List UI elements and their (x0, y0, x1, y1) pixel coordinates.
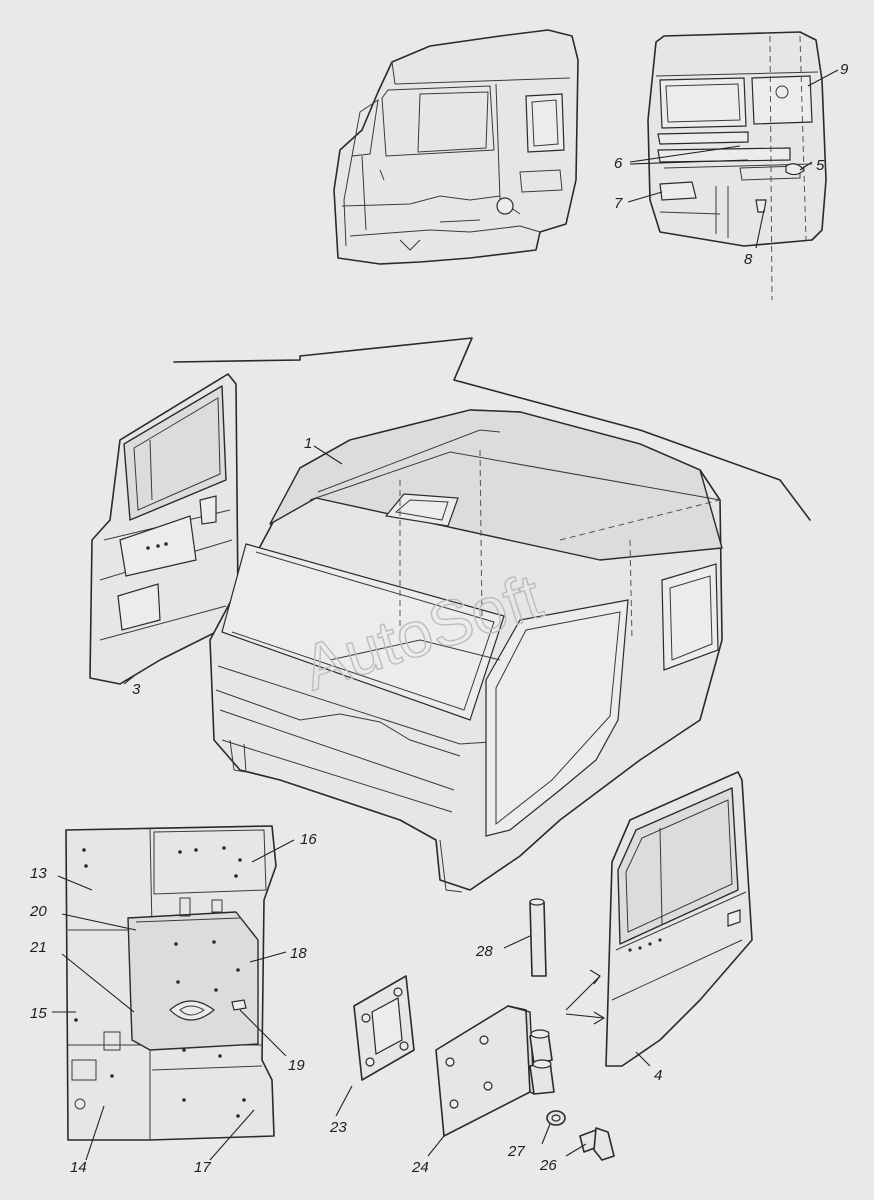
callout-28: 28 (475, 943, 493, 960)
callout-18: 18 (290, 945, 307, 962)
callout-23: 23 (329, 1119, 347, 1136)
callout-6: 6 (614, 155, 623, 172)
leader-lines (52, 69, 839, 1161)
callout-15: 15 (30, 1005, 47, 1022)
callout-21: 21 (29, 939, 47, 956)
cab-body-1 (209, 409, 723, 893)
callout-13: 13 (30, 865, 47, 882)
right-door-4 (605, 771, 753, 1067)
hinge-24 (435, 1005, 555, 1137)
callout-5: 5 (816, 157, 825, 174)
washer-27 (546, 1110, 566, 1126)
callout-27: 27 (507, 1143, 525, 1160)
bolt-26 (579, 1127, 615, 1161)
callout-17: 17 (194, 1159, 211, 1176)
floor-panel-assembly (65, 825, 277, 1141)
callout-labels: 1 3 4 5 6 7 8 9 13 14 15 16 17 18 19 20 … (29, 61, 849, 1176)
break-line (173, 337, 811, 521)
callout-1: 1 (304, 435, 312, 452)
callout-14: 14 (70, 1159, 87, 1176)
callout-20: 20 (29, 903, 47, 920)
left-door-3 (89, 373, 239, 685)
callout-19: 19 (288, 1057, 305, 1074)
callout-7: 7 (614, 195, 623, 212)
callout-8: 8 (744, 251, 753, 268)
callout-3: 3 (132, 681, 141, 698)
truck-cab-side-view (333, 29, 579, 265)
callout-9: 9 (840, 61, 849, 78)
callout-26: 26 (539, 1157, 557, 1174)
hinge-plate-23 (353, 975, 415, 1081)
callout-24: 24 (411, 1159, 429, 1176)
hinge-pin-28 (529, 898, 547, 977)
callout-16: 16 (300, 831, 317, 848)
callout-4: 4 (654, 1067, 662, 1084)
cab-rear-view (647, 31, 827, 301)
